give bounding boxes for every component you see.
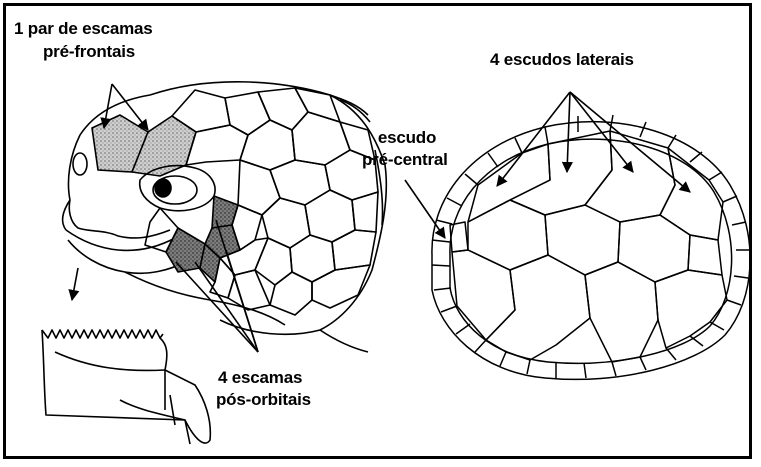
lateral-scute-arrows — [497, 92, 690, 192]
precentral-label-line1: escudo — [368, 128, 446, 148]
postorbital-label-line1: 4 escamas — [218, 368, 302, 388]
prefrontal-label-line2: pré-frontais — [43, 42, 135, 62]
turtle-head-drawing — [42, 82, 386, 444]
precentral-label-line2: pré-central — [362, 150, 448, 170]
postorbital-label-line2: pós-orbitais — [216, 390, 311, 410]
prefrontal-label-line1: 1 par de escamas — [14, 19, 153, 39]
precentral-arrow — [405, 180, 445, 238]
lateral-scutes-label: 4 escudos laterais — [490, 50, 634, 70]
carapace-drawing — [432, 115, 750, 379]
jaw-sheath-drawing — [42, 330, 210, 444]
